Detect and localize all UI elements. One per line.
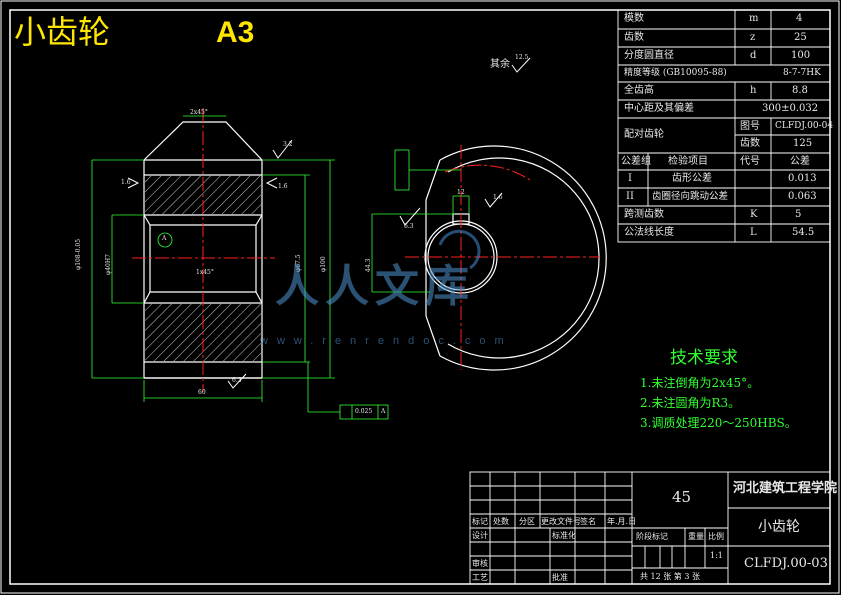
chamfer-dim: 2x45° <box>190 109 208 116</box>
inner-chamfer-dim: 1x45° <box>196 269 214 276</box>
tb-sheets: 共 12 张 第 3 张 <box>640 572 700 581</box>
tb-label: 签名 <box>580 517 596 526</box>
param-name: 公法线长度 <box>624 227 674 238</box>
front-dimensions <box>91 115 389 420</box>
tb-label: 年.月.日 <box>607 517 637 526</box>
param-header: 公差组 <box>621 156 651 167</box>
side-roughness-symbols <box>399 57 531 226</box>
bore-diameter-dim: φ40H7 <box>105 254 112 275</box>
watermark-url: www.renrendoc.com <box>260 335 513 347</box>
width-dim: 60 <box>198 389 206 396</box>
tb-label: 审核 <box>472 559 488 568</box>
param-sub-label: 齿数 <box>740 138 760 149</box>
roughness-label: 6.3 <box>232 377 242 384</box>
part-name: 小齿轮 <box>758 519 800 535</box>
param-sub-label: 图号 <box>740 121 760 132</box>
param-value: 5 <box>795 209 802 220</box>
side-view-centerlines <box>405 145 600 370</box>
material-label: 45 <box>672 488 692 506</box>
param-name: II <box>626 191 634 202</box>
tb-label: 重量 <box>688 532 704 541</box>
param-value: 300±0.032 <box>762 103 819 114</box>
param-value: 8-7-7HK <box>783 68 821 78</box>
param-sub-value: 125 <box>793 138 813 149</box>
param-symbol: d <box>750 50 757 61</box>
param-name: 齿数 <box>624 32 644 43</box>
sheet-format: A3 <box>216 16 255 49</box>
datum-label: A <box>162 235 167 242</box>
tb-label: 分区 <box>519 517 535 526</box>
param-name: I <box>628 173 632 184</box>
param-value: 54.5 <box>792 227 815 238</box>
tb-label: 工艺 <box>472 573 488 582</box>
tech-req-item: 1.未注倒角为2x45°。 <box>640 376 760 390</box>
rest-roughness-value: 12.5 <box>515 54 529 61</box>
keyway-width-dim: 12 <box>457 189 465 196</box>
param-name: 中心距及其偏差 <box>624 103 694 114</box>
datum-label: A <box>381 408 386 415</box>
watermark-logo-text: 人人文库 <box>275 262 475 311</box>
side-dimensions <box>371 149 470 293</box>
roughness-label: 6.3 <box>404 223 414 230</box>
roughness-label: 1.6 <box>121 179 131 186</box>
scale-value: 1:1 <box>710 551 723 560</box>
tb-label: 更改文件号 <box>541 517 581 526</box>
param-table-grid <box>617 9 831 243</box>
param-value: 0.063 <box>788 191 817 202</box>
front-roughness-symbols <box>127 139 293 389</box>
tech-req-item: 2.未注圆角为R3。 <box>640 396 741 410</box>
tech-req-item: 3.调质处理220～250HBS。 <box>640 416 797 430</box>
param-code: L <box>750 227 757 238</box>
param-symbol: h <box>750 85 757 96</box>
tb-label: 处数 <box>493 517 509 526</box>
param-code: K <box>750 209 758 220</box>
param-value: 0.013 <box>788 173 817 184</box>
sheet-title: 小齿轮 <box>14 13 111 51</box>
outer-diameter-dim: φ108-0.05 <box>75 238 82 270</box>
param-value: 100 <box>791 50 811 61</box>
tb-label: 标准化 <box>552 531 576 540</box>
param-name: 分度圆直径 <box>624 50 674 61</box>
param-header: 检验项目 <box>668 156 708 167</box>
param-value: 25 <box>794 32 807 43</box>
roughness-label: 3.2 <box>283 141 293 148</box>
tb-label: 阶段标记 <box>636 532 668 541</box>
param-name: 跨测齿数 <box>624 209 664 220</box>
param-name: 配对齿轮 <box>624 129 664 140</box>
param-symbol: m <box>749 13 759 24</box>
param-symbol: 齿形公差 <box>672 173 712 184</box>
inner-frame <box>9 9 831 585</box>
param-sub-value: CLFDJ.00-04 <box>775 121 834 131</box>
roughness-label: 1.6 <box>493 194 503 201</box>
runout-value: 0.025 <box>355 408 373 415</box>
title-block-grid <box>469 471 831 585</box>
param-symbol: 齿圈径向跳动公差 <box>652 191 729 202</box>
tech-req-title: 技术要求 <box>670 348 738 368</box>
rest-roughness-label: 其余 <box>490 59 510 70</box>
param-header: 公差 <box>790 156 810 167</box>
param-value: 8.8 <box>792 85 808 96</box>
param-symbol: z <box>750 32 756 43</box>
drawing-number: CLFDJ.00-03 <box>744 556 828 571</box>
roughness-label: 1.6 <box>278 183 288 190</box>
param-name: 模数 <box>624 13 644 24</box>
tb-label: 设计 <box>472 531 488 540</box>
param-header: 代号 <box>740 156 760 167</box>
param-name: 精度等级 (GB10095-88) <box>624 68 727 78</box>
tb-label: 批准 <box>552 573 568 582</box>
param-name: 全齿高 <box>624 85 654 96</box>
param-value: 4 <box>796 13 803 24</box>
watermark-logo <box>438 229 481 270</box>
tb-label: 比例 <box>708 532 724 541</box>
school-name: 河北建筑工程学院 <box>733 481 838 496</box>
tb-label: 标记 <box>472 517 488 526</box>
